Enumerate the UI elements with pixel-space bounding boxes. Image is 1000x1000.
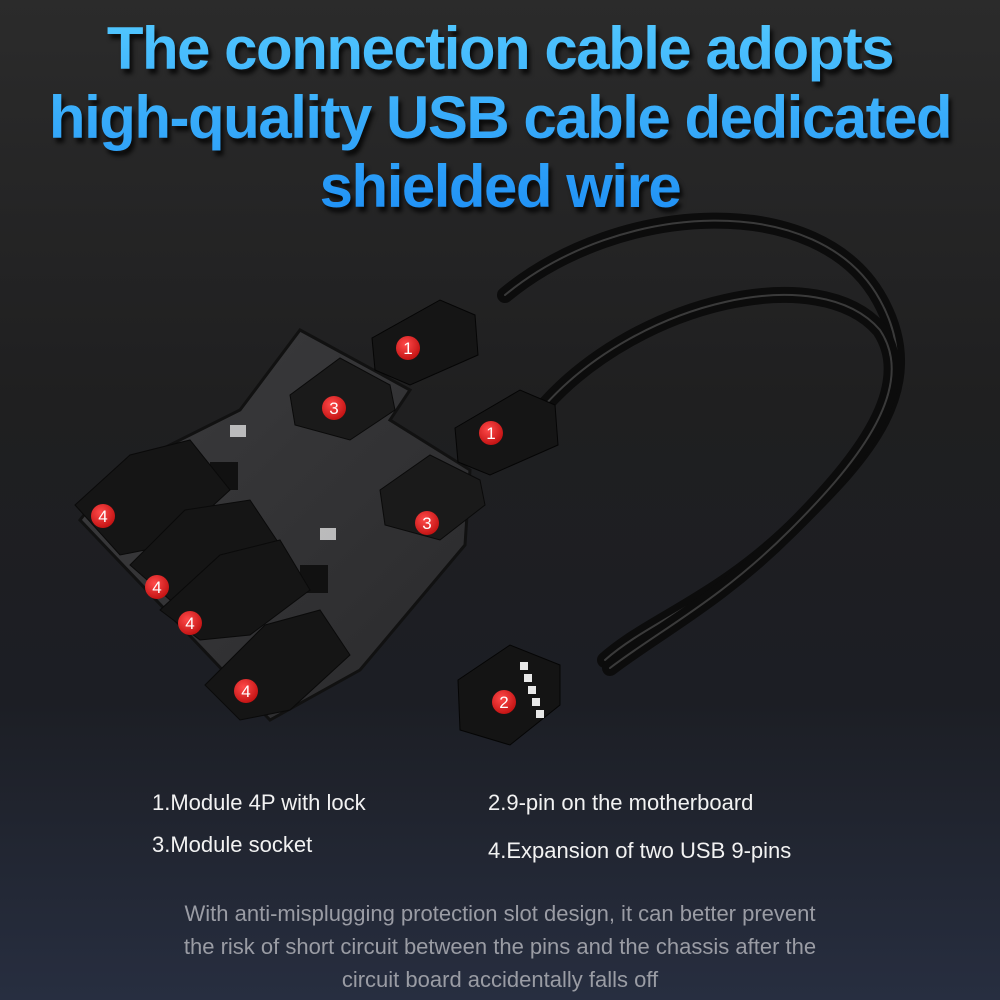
callout-badge-1a: 1	[396, 336, 420, 360]
legend-item-2: 2.9-pin on the motherboard	[488, 790, 754, 815]
legend-item-4: 4.Expansion of two USB 9-pins	[488, 838, 792, 863]
usb-cable-bundle	[497, 212, 906, 676]
headline: The connection cable adopts high-quality…	[0, 14, 1000, 221]
callout-badge-3b: 3	[415, 511, 439, 535]
product-image: 1 1 2 3 3 4 4 4 4	[0, 200, 1000, 760]
callout-badge-4d: 4	[234, 679, 258, 703]
legend-item-1: 1.Module 4P with lock	[152, 790, 366, 815]
description-line-3: circuit board accidentally falls off	[341, 967, 659, 992]
headline-line-1: The connection cable adopts	[106, 15, 894, 82]
splitter-pcb-board	[74, 328, 486, 722]
description-line-2: the risk of short circuit between the pi…	[183, 934, 817, 959]
svg-text:3: 3	[422, 514, 431, 533]
callout-badge-4c: 4	[178, 611, 202, 635]
svg-text:4: 4	[98, 507, 107, 526]
svg-text:2: 2	[499, 693, 508, 712]
callout-badge-3a: 3	[322, 396, 346, 420]
callout-badge-1b: 1	[479, 421, 503, 445]
svg-text:4: 4	[152, 578, 161, 597]
legend-item-3: 3.Module socket	[152, 832, 313, 857]
svg-text:4: 4	[241, 682, 250, 701]
callout-badge-2: 2	[492, 690, 516, 714]
callout-badge-4a: 4	[91, 504, 115, 528]
parts-legend: 1.Module 4P with lock 2.9-pin on the mot…	[0, 780, 1000, 880]
module-4p-connectors	[371, 299, 559, 476]
callout-badge-4b: 4	[145, 575, 169, 599]
svg-text:1: 1	[403, 339, 412, 358]
svg-text:3: 3	[329, 399, 338, 418]
svg-text:4: 4	[185, 614, 194, 633]
description-line-1: With anti-misplugging protection slot de…	[184, 901, 816, 926]
feature-description: With anti-misplugging protection slot de…	[0, 897, 1000, 996]
headline-line-2: high-quality USB cable dedicated	[48, 84, 952, 151]
svg-text:1: 1	[486, 424, 495, 443]
